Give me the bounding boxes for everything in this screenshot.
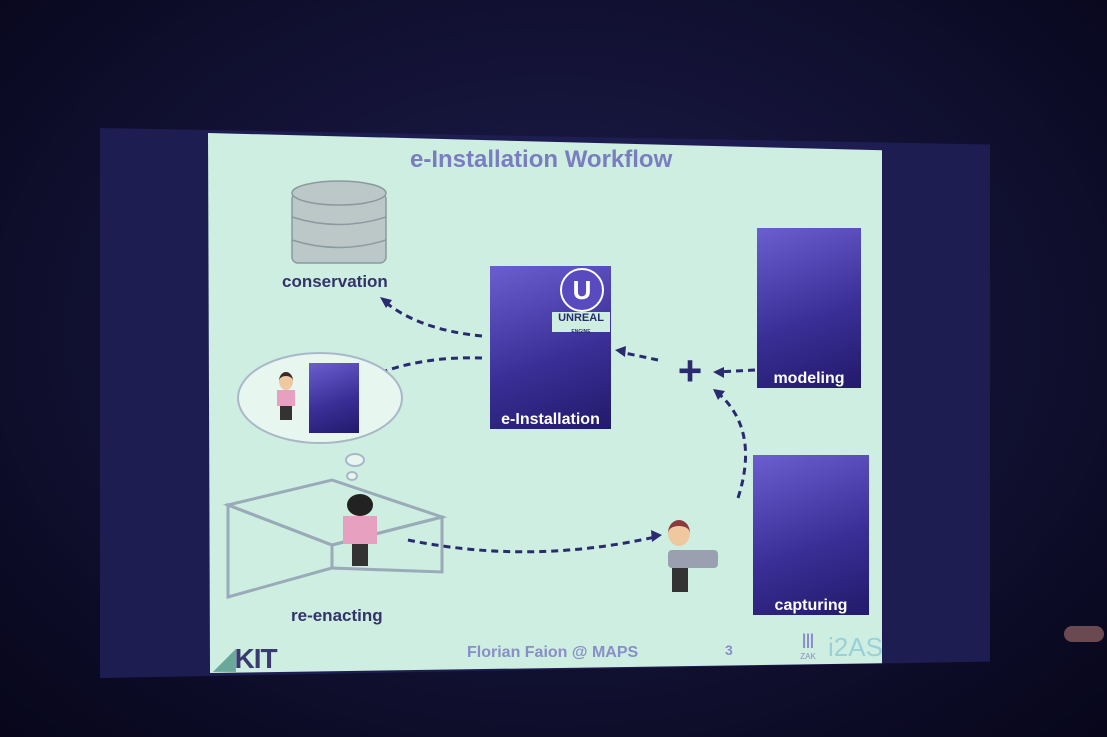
engine-text: ENGINE bbox=[571, 329, 591, 335]
kit-logo: ◢KIT bbox=[214, 643, 278, 674]
unreal-text: UNREAL bbox=[558, 312, 604, 324]
label-e-installation: e-Installation bbox=[501, 411, 600, 428]
label-capturing: capturing bbox=[774, 597, 848, 614]
plus-sign: + bbox=[678, 347, 703, 394]
e-installation-image: U UNREAL ENGINE e-Installation bbox=[490, 266, 611, 429]
zak-logo-text: ZAK bbox=[800, 652, 816, 661]
modeling-image: modeling bbox=[757, 228, 861, 388]
database-icon bbox=[291, 180, 387, 264]
label-conservation: conservation bbox=[282, 272, 388, 291]
arrow-capturing-plus bbox=[717, 391, 748, 499]
page-number: 3 bbox=[725, 642, 733, 658]
slide-title: e-Installation Workflow bbox=[410, 146, 673, 173]
kit-logo-text: KIT bbox=[234, 643, 278, 674]
arrow-einstall-conservation bbox=[384, 300, 483, 338]
person-vr-icon bbox=[340, 494, 380, 570]
reenact-room-icon bbox=[222, 478, 448, 599]
person-thinking-icon bbox=[275, 372, 297, 420]
presenter-hand bbox=[1064, 626, 1104, 642]
ias-logo: i2AS bbox=[828, 632, 883, 662]
arrow-plus-einstall bbox=[619, 350, 659, 362]
arrow-modeling-plus bbox=[717, 368, 756, 374]
unreal-logo-text: UNREAL ENGINE bbox=[552, 312, 610, 335]
capturing-image: capturing bbox=[753, 455, 869, 615]
footer-author: Florian Faion @ MAPS bbox=[467, 644, 639, 661]
dream-installation-image bbox=[309, 363, 359, 433]
label-modeling: modeling bbox=[773, 370, 845, 387]
person-camera-icon bbox=[668, 520, 724, 592]
label-re-enacting: re-enacting bbox=[291, 606, 383, 625]
arrow-reenact-capture bbox=[407, 535, 656, 554]
unreal-logo-icon: U bbox=[560, 268, 604, 312]
